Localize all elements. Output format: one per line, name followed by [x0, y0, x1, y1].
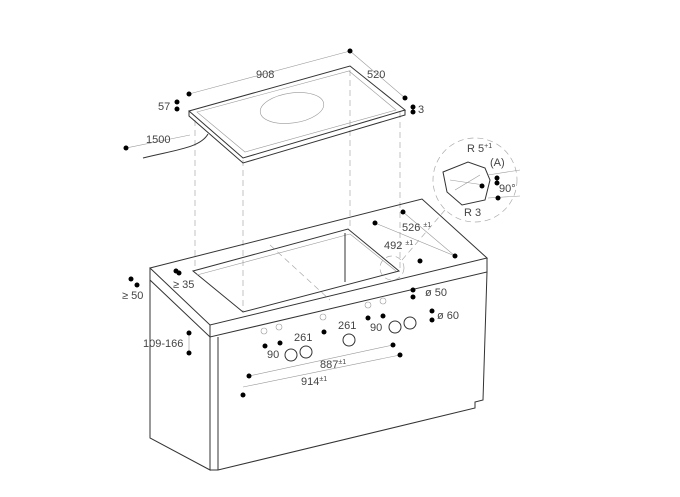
knob-icon — [388, 320, 402, 334]
cabinet-drawing — [148, 198, 489, 471]
knob-icon — [299, 345, 313, 359]
dimension-lines — [125, 50, 456, 388]
edge-radius-top-label: R 5+1 — [467, 143, 492, 155]
dimension-dots — [123, 48, 501, 398]
knob-offset-right-label: 90 — [370, 322, 382, 334]
cable-length-label: 1500 — [146, 134, 170, 146]
angle-label: 90° — [499, 183, 516, 195]
inner-width-label: 887±1 — [320, 359, 346, 371]
edge-detail — [379, 137, 521, 281]
hob-height-label: 57 — [158, 101, 170, 113]
edge-radius-bottom-label: R 3 — [464, 207, 481, 219]
outer-width-label: 914±1 — [301, 376, 327, 388]
hob-width-label: 908 — [256, 69, 274, 81]
knob-spacing-right-label: 261 — [338, 320, 356, 332]
front-clearance-label: ≥ 35 — [173, 279, 194, 291]
cutout-depth-inner-label: 492±1 — [384, 240, 413, 252]
knob-diameter-label: ø 60 — [437, 310, 459, 322]
knob-icon — [403, 316, 417, 330]
knob-icon — [342, 333, 356, 347]
knob-spacing-left-label: 261 — [294, 332, 312, 344]
control-knobs — [260, 297, 417, 362]
cutout-depth-outer-label: 526±1 — [402, 222, 431, 234]
control-height-label: 109-166 — [143, 338, 183, 350]
hob-depth-label: 520 — [367, 69, 385, 81]
knob-offset-left-label: 90 — [267, 349, 279, 361]
rear-clearance-label: ≥ 50 — [122, 290, 143, 302]
detail-marker-label: (A) — [490, 157, 505, 169]
hob-drawing — [142, 65, 407, 164]
knob-icon — [284, 348, 298, 362]
projection-lines — [194, 70, 401, 312]
hole-diameter-label: ø 50 — [425, 287, 447, 299]
hob-frame-label: 3 — [418, 104, 424, 116]
